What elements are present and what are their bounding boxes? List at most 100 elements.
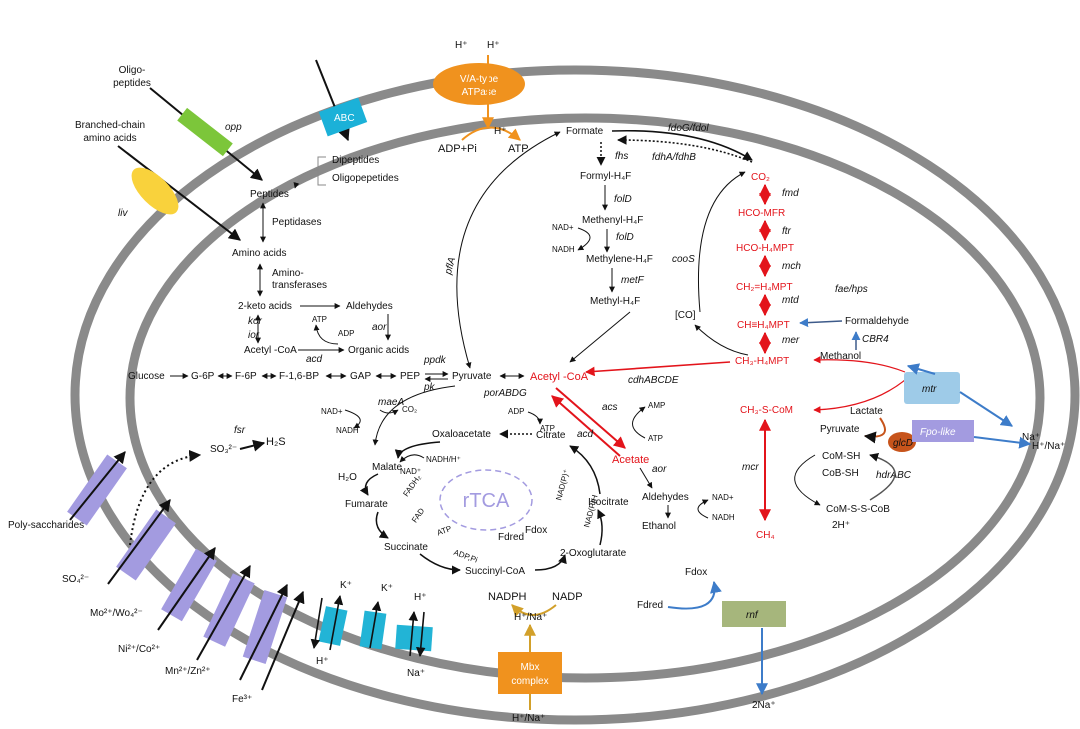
k-label-1: K⁺ bbox=[340, 580, 352, 591]
rtca-nadh-2: NADH bbox=[712, 513, 735, 522]
h-channel-label-out: H⁺ bbox=[414, 592, 427, 603]
f6p-label: F-6P bbox=[235, 371, 257, 382]
so3-label: SO₃²⁻ bbox=[210, 444, 237, 455]
k-label-2: K⁺ bbox=[381, 583, 393, 594]
fpo-body bbox=[912, 420, 974, 442]
acd-atp-loop-2 bbox=[527, 411, 543, 425]
fumarate-label: Fumarate bbox=[345, 499, 388, 510]
rtca-nadh: NADH/H⁺ bbox=[426, 455, 461, 464]
metF-label: metF bbox=[621, 275, 645, 286]
ppdk-label: ppdk bbox=[423, 355, 447, 366]
oxoglutarate-to-isocitrate bbox=[597, 509, 606, 546]
mbx-label-2: complex bbox=[511, 676, 548, 687]
mn-label: Mn²⁺/Zn²⁺ bbox=[165, 666, 211, 677]
oxaloacetate-to-malate bbox=[394, 441, 441, 459]
com-sh-label: CoM-SH bbox=[822, 451, 860, 462]
hco-mfr: HCO-MFR bbox=[738, 208, 785, 219]
fpo-arrow bbox=[973, 436, 1032, 449]
g6p-label: G-6P bbox=[191, 371, 215, 382]
acs-atp-loop bbox=[632, 406, 646, 439]
mtd-label: mtd bbox=[782, 295, 799, 306]
glyc-co2: CO₂ bbox=[402, 405, 417, 414]
com-s-s-cob-label: CoM-S-S-CoB bbox=[826, 504, 890, 515]
bracket-to-peptides bbox=[293, 169, 319, 189]
rtca-atp-3: ATP bbox=[648, 434, 663, 443]
mer-label: mer bbox=[782, 335, 800, 346]
folD-nad-loop bbox=[577, 227, 591, 251]
formyl-label: Formyl-H₄F bbox=[580, 171, 631, 182]
mtr-to-ch3scom-arc bbox=[813, 379, 906, 414]
methenyl-label: Methenyl-H₄F bbox=[582, 215, 643, 226]
outer-membrane bbox=[70, 65, 1080, 725]
bcaa-label-1: Branched-chain bbox=[75, 120, 145, 131]
co2-to-formate-arc bbox=[617, 135, 753, 163]
pyruvate-formate-arc bbox=[456, 131, 561, 369]
fpo-label: Fpo-like bbox=[920, 427, 956, 438]
pfla-label: pflA bbox=[443, 256, 458, 277]
aldehydes-label: Aldehydes bbox=[346, 301, 393, 312]
mtr-label: mtr bbox=[922, 384, 937, 395]
lactate-to-pyruvate bbox=[863, 417, 886, 444]
fdoG-label: fdoG/fdol bbox=[668, 123, 709, 134]
aor-label-2: aor bbox=[652, 464, 667, 475]
hdrabc-label: hdrABC bbox=[876, 470, 912, 481]
mtr-methanol-arrow bbox=[906, 363, 936, 375]
aminotransferases-label-1: Amino- bbox=[272, 268, 304, 279]
mo-label: Mo²⁺/Wo₄²⁻ bbox=[90, 608, 143, 619]
mbx-label-1: Mbx bbox=[521, 662, 540, 673]
h2o-label: H₂O bbox=[338, 472, 357, 483]
nadph-label-mbx: NADPH bbox=[488, 591, 527, 603]
co-to-co2-arc bbox=[697, 171, 746, 313]
rtca-center-label: rTCA bbox=[463, 490, 510, 512]
fe-arrow bbox=[261, 590, 305, 691]
acd-atp-loop bbox=[313, 324, 339, 345]
mbx-body bbox=[498, 652, 562, 694]
rtca-atp: ATP bbox=[540, 424, 555, 433]
rnf-label: rnf bbox=[746, 610, 759, 621]
abc-label: ABC bbox=[334, 113, 355, 124]
rnf-fd-red: Fdred bbox=[637, 600, 663, 611]
two-h-label: 2H⁺ bbox=[832, 520, 850, 531]
formate-label: Formate bbox=[566, 126, 604, 137]
glycolysis: Glucose G-6P F-6P F-1,6-BP GAP PEP ppdk … bbox=[128, 131, 561, 446]
liv-label: liv bbox=[118, 208, 128, 219]
amino-acids-label: Amino acids bbox=[232, 248, 286, 259]
acetylcoa-acetate-2 bbox=[551, 395, 621, 457]
fmd-label: fmd bbox=[782, 188, 799, 199]
fd-red-label: Fdred bbox=[498, 532, 524, 543]
glyc-nadh: NADH bbox=[336, 426, 359, 435]
mbx-complex: NADPH NADP H⁺/Na⁺ Mbx complex H⁺/Na⁺ bbox=[488, 591, 583, 724]
glcd-label: glcD bbox=[893, 438, 913, 449]
glcd-enzyme bbox=[888, 432, 916, 452]
cob-sh-label: CoB-SH bbox=[822, 468, 859, 479]
cell-membranes bbox=[70, 65, 1080, 725]
kor-label: kor bbox=[248, 316, 263, 327]
maea-nad-loop bbox=[344, 409, 361, 429]
organic-acids-label: Organic acids bbox=[348, 345, 409, 356]
ch3-h4mpt: CH₃-H₄MPT bbox=[735, 356, 789, 367]
polysaccharides-label: Poly-saccharides bbox=[8, 520, 84, 531]
lactate-label: Lactate bbox=[850, 406, 883, 417]
folD-label-1: folD bbox=[614, 194, 632, 205]
malate-to-fumarate bbox=[359, 473, 379, 496]
ch3-to-acetylcoa bbox=[585, 361, 731, 377]
acetyl-coa-label-2: Acetyl -CoA bbox=[530, 371, 589, 383]
rnf-two-na: 2Na⁺ bbox=[752, 700, 776, 711]
succinate-label: Succinate bbox=[384, 542, 428, 553]
isocitrate-to-citrate bbox=[569, 445, 601, 495]
ftr-label: ftr bbox=[782, 226, 792, 237]
methanogenesis-pathway: CO₂ fmd HCO-MFR ftr HCO-H₄MPT mch CH₂=H₄… bbox=[585, 172, 916, 541]
k-channel-2 bbox=[359, 601, 387, 650]
hco-h4mpt: HCO-H₄MPT bbox=[736, 243, 794, 254]
ch-h4mpt: CH≡H₄MPT bbox=[737, 320, 790, 331]
atpase-h-3: H⁺ bbox=[494, 126, 507, 137]
rnf-complex: Fdox Fdred rnf 2Na⁺ bbox=[637, 567, 786, 711]
nutrient-uptake: Oligo- peptides opp Branched-chain amino… bbox=[75, 59, 409, 365]
citrate-label: Citrate bbox=[536, 430, 566, 441]
atpase-label-2: ATPase bbox=[462, 87, 497, 98]
atpase-h-2: H⁺ bbox=[487, 40, 500, 51]
folD-label-2: folD bbox=[616, 232, 634, 243]
rtca-adp: ADP bbox=[508, 407, 524, 416]
h-channel-label-in: H⁺ bbox=[316, 656, 329, 667]
methylene-label: Methylene-H₄F bbox=[586, 254, 653, 265]
